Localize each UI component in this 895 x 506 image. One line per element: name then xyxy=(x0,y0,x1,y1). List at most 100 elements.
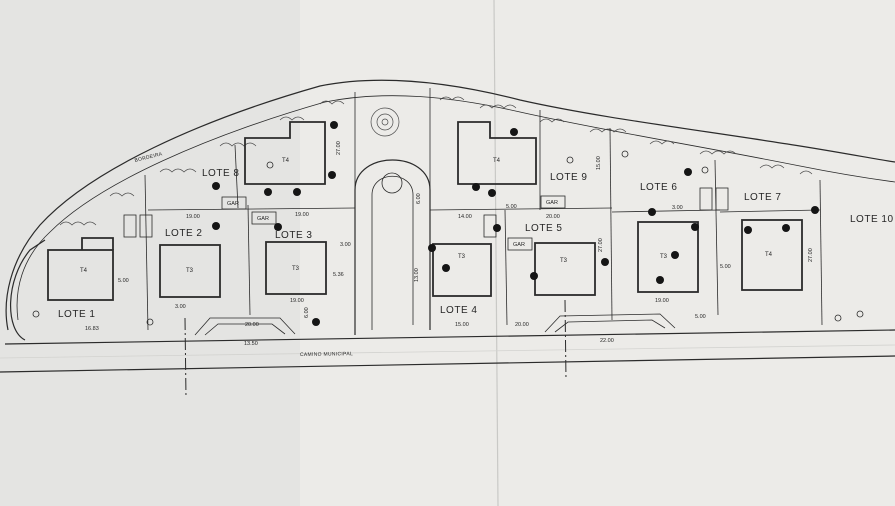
dim-24: 27.00 xyxy=(808,248,814,262)
paper-fold-vertical xyxy=(493,0,499,506)
tree-10 xyxy=(442,264,450,272)
house-labels: T4 T3 T3 T3 T3 T3 T4 T4 T4 xyxy=(80,158,773,274)
house-label-lote6: T3 xyxy=(660,254,668,260)
tree-11 xyxy=(472,183,480,191)
lot-label-5: LOTE 5 xyxy=(525,223,562,234)
lot-labels: LOTE 1 LOTE 2 LOTE 3 LOTE 4 LOTE 5 LOTE … xyxy=(58,168,893,320)
garage-label-1: GAR xyxy=(227,201,239,207)
dim-16: 14.00 xyxy=(458,214,472,220)
dim-19: 15.00 xyxy=(596,156,602,170)
dim-8: 15.00 xyxy=(455,322,469,328)
lot-label-9: LOTE 9 xyxy=(550,172,587,183)
tree-22 xyxy=(744,226,752,234)
tree-23 xyxy=(782,224,790,232)
tree-4 xyxy=(328,171,336,179)
dim-7: 13.50 xyxy=(244,341,258,347)
tree-19 xyxy=(656,276,664,284)
house-lote1-notch xyxy=(81,237,114,250)
property-boundary-inner xyxy=(16,95,895,321)
house-lote7 xyxy=(741,219,803,291)
dim-22: 19.00 xyxy=(655,298,669,304)
tree-17 xyxy=(648,208,656,216)
dim-4: 19.00 xyxy=(295,212,309,218)
tree-20 xyxy=(684,168,692,176)
dim-5: 20.00 xyxy=(245,322,259,328)
tree-21 xyxy=(691,223,699,231)
turning-circle xyxy=(381,172,403,194)
dim-14: 5.36 xyxy=(333,272,344,278)
garage-label-2: GAR xyxy=(257,216,269,222)
lot-label-8: LOTE 8 xyxy=(202,168,239,179)
dim-21: 3.00 xyxy=(672,205,683,211)
house-label-lote9: T4 xyxy=(493,158,501,164)
dim-10: 22.00 xyxy=(600,338,614,344)
dim-6: 27.00 xyxy=(336,141,342,155)
access-road-loop xyxy=(354,159,431,335)
house-label-lote1: T4 xyxy=(80,268,88,274)
garages: GAR GAR GAR GAR xyxy=(123,187,729,251)
house-lote9 xyxy=(457,121,537,185)
trees xyxy=(212,121,819,326)
tree-24 xyxy=(811,206,819,214)
house-lote6 xyxy=(637,221,699,293)
house-label-lote8: T4 xyxy=(282,158,290,164)
lot-label-1: LOTE 1 xyxy=(58,309,95,320)
dim-11: 5.00 xyxy=(118,278,129,284)
house-lote4 xyxy=(432,243,492,297)
tree-14 xyxy=(493,224,501,232)
tree-18 xyxy=(671,251,679,259)
tree-16 xyxy=(601,258,609,266)
dim-13: 6.00 xyxy=(304,307,310,318)
garage-label-4: GAR xyxy=(513,242,525,248)
dim-25: 13.00 xyxy=(414,268,420,282)
lot-dividers xyxy=(144,88,823,331)
house-lote8 xyxy=(244,121,326,185)
tree-2 xyxy=(264,188,272,196)
house-lote5 xyxy=(534,242,596,296)
house-lote2 xyxy=(159,244,221,298)
tree-12 xyxy=(488,189,496,197)
tree-6 xyxy=(212,222,220,230)
tree-3 xyxy=(293,188,301,196)
vegetation-belt xyxy=(59,96,813,226)
road-edge-top xyxy=(4,329,895,345)
paper-shade-left xyxy=(0,0,300,506)
access-road-loop-inner xyxy=(371,175,414,330)
house-lote3 xyxy=(265,241,327,295)
dim-23: 5.00 xyxy=(720,264,731,270)
survey-marks xyxy=(32,150,864,326)
axis-marker-right xyxy=(564,299,567,381)
house-lote1 xyxy=(47,249,114,301)
dim-3: 19.00 xyxy=(186,214,200,220)
house-label-lote5: T3 xyxy=(560,258,568,264)
house-label-lote2: T3 xyxy=(186,268,194,274)
tree-5 xyxy=(330,121,338,129)
tree-9 xyxy=(428,244,436,252)
frontage-notch-left xyxy=(194,317,296,336)
house-label-lote3: T3 xyxy=(292,266,300,272)
frontage-notch-right xyxy=(544,313,676,333)
property-boundary-outer xyxy=(5,79,895,331)
dim-20: 27.00 xyxy=(598,238,604,252)
paper-fold-horizontal xyxy=(0,344,895,359)
tree-1 xyxy=(212,182,220,190)
dimension-labels: 16.83 3.00 19.00 19.00 20.00 27.00 13.50… xyxy=(85,141,814,347)
house-label-lote4: T3 xyxy=(458,254,466,260)
road-edge-bottom xyxy=(0,355,895,373)
axis-marker-left xyxy=(184,317,187,399)
garage-label-3: GAR xyxy=(546,200,558,206)
dim-2: 3.00 xyxy=(175,304,186,310)
dim-17: 5.00 xyxy=(506,204,517,210)
dim-12: 19.00 xyxy=(290,298,304,304)
frontage-notch-right-inner xyxy=(554,319,666,333)
frontage-notch-left-inner xyxy=(204,323,286,336)
lot-label-3: LOTE 3 xyxy=(275,230,312,241)
dim-15: 3.00 xyxy=(340,242,351,248)
dim-18: 20.00 xyxy=(546,214,560,220)
houses xyxy=(47,121,803,301)
lot1-boundary-curve xyxy=(9,239,46,341)
lot-label-7: LOTE 7 xyxy=(744,192,781,203)
dim-27: 5.00 xyxy=(695,314,706,320)
